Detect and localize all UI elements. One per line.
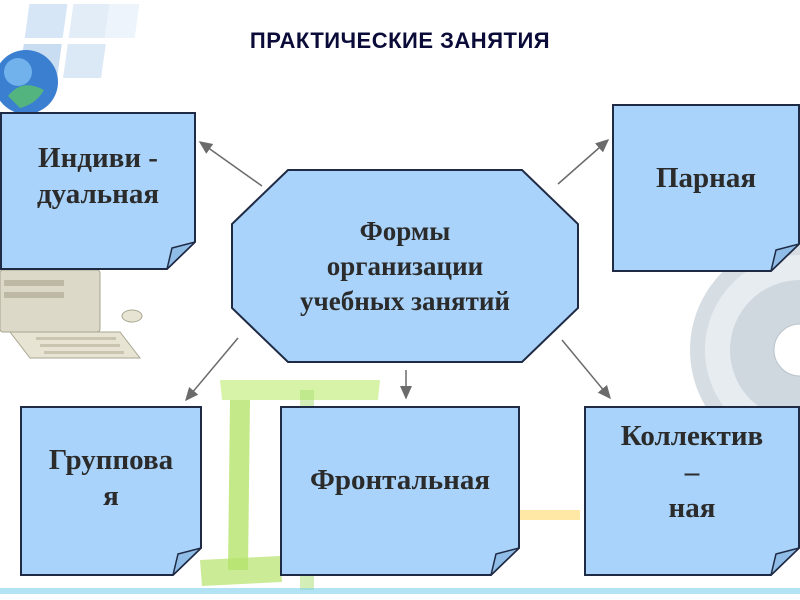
card-individual: Индиви - дуальная [0,112,196,270]
arrow-to-individual [198,141,263,187]
computer-icon [0,269,143,359]
card-frontal: Фронтальная [280,406,520,576]
card-group-label: Группова я [48,444,174,512]
card-collective: Коллектив – ная [584,406,800,576]
octagon-shape [231,169,579,363]
arrow-to-pair [557,139,610,185]
center-node: Формы организации учебных занятий [230,168,580,364]
card-group: Группова я [20,406,202,576]
card-frontal-label: Фронтальная [309,464,491,496]
cd-disc-icon [690,240,800,460]
card-collective-label: Коллектив – ная [620,420,764,524]
card-individual-label: Индиви - дуальная [36,142,160,210]
arrow-to-collective [561,339,611,400]
card-pair-label: Парная [655,162,757,194]
page-title: ПРАКТИЧЕСКИЕ ЗАНЯТИЯ [249,28,551,53]
arrow-to-group [185,337,239,402]
center-label: Формы организации учебных занятий [300,215,510,316]
card-pair: Парная [612,104,800,272]
